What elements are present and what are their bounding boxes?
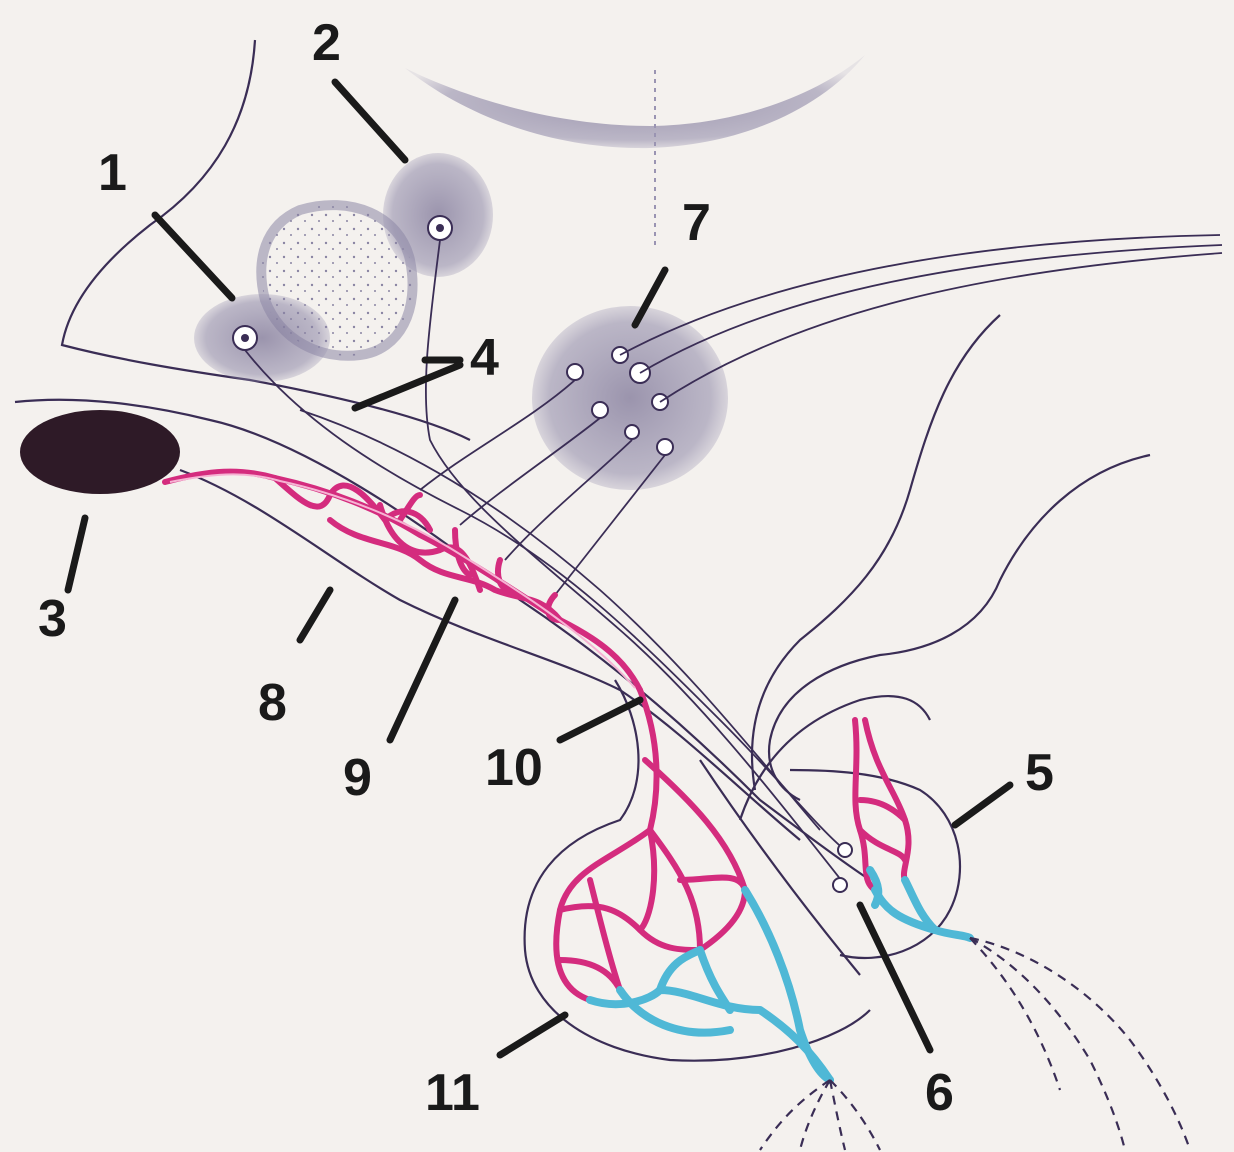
crescent-structure [405, 55, 865, 148]
structure-3-dark-body [20, 410, 180, 494]
optic-chiasm-outline [752, 315, 1000, 790]
intermediate-lobe-outline [700, 760, 860, 975]
label-8: 8 [258, 674, 287, 732]
label-3: 3 [38, 590, 67, 648]
label-11: 11 [425, 1064, 480, 1122]
leader-9 [390, 600, 455, 740]
leader-10 [560, 700, 640, 740]
neuron-2-nucleus [436, 224, 444, 232]
leader-8 [300, 590, 330, 640]
leader-1 [155, 215, 232, 298]
label-10: 10 [485, 739, 543, 797]
nerve-terminals-6 [833, 843, 852, 892]
leader-2 [335, 82, 405, 160]
leader-5 [955, 785, 1010, 825]
label-2: 2 [312, 14, 341, 72]
leader-3 [68, 518, 85, 590]
label-4: 4 [470, 329, 499, 387]
label-7: 7 [682, 194, 711, 252]
nucleus-7-hypophysiotropic [532, 306, 728, 490]
label-5: 5 [1025, 744, 1054, 802]
outer-contour [769, 455, 1150, 800]
nucleus-1-supraoptic [194, 294, 330, 382]
secondary-capillary-network-11 [556, 830, 830, 1080]
leader-lines [68, 82, 1010, 1055]
label-1: 1 [98, 144, 127, 202]
label-6: 6 [925, 1064, 954, 1122]
leader-11 [500, 1015, 565, 1055]
label-9: 9 [343, 749, 372, 807]
efferent-veins-dashed [760, 938, 1190, 1150]
neuron-1-nucleus [241, 334, 249, 342]
leader-4b [355, 365, 460, 408]
anterior-lobe-11-outline [525, 680, 870, 1061]
